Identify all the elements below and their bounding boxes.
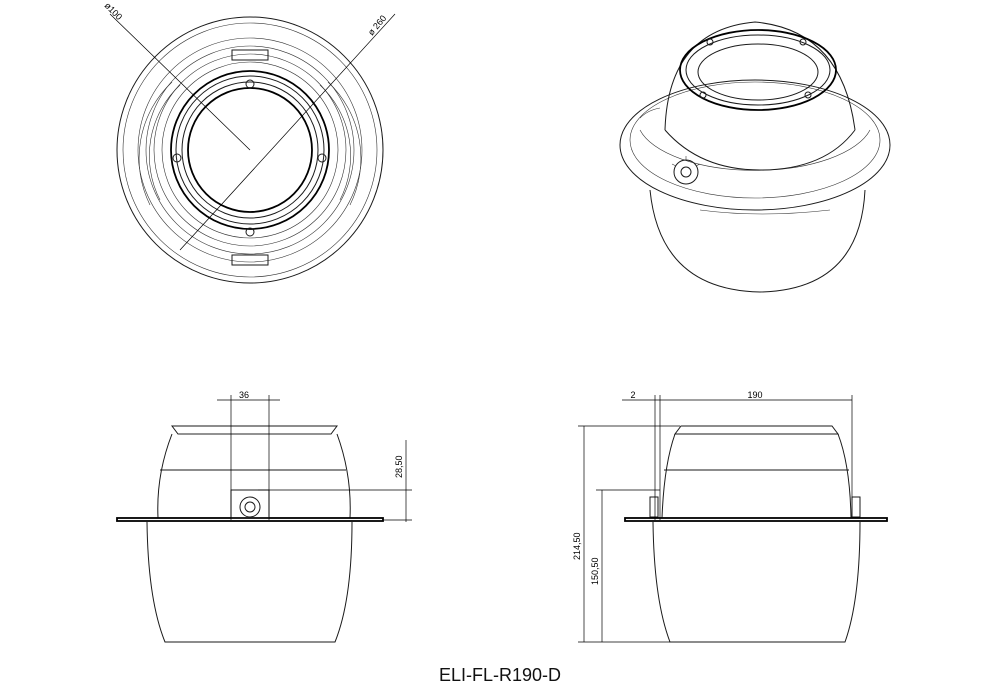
side-view — [578, 395, 888, 643]
front-view-dim-width: 36 — [239, 390, 249, 400]
front-view-dim-height: 28,50 — [394, 455, 404, 478]
top-view-dim-inner: ø100 — [103, 0, 125, 22]
side-view-dim-gap: 2 — [630, 390, 635, 400]
side-view-dim-lower-height: 150,50 — [590, 557, 600, 585]
side-view-dim-width: 190 — [747, 390, 762, 400]
front-view — [116, 395, 412, 643]
isometric-view — [619, 21, 891, 293]
side-view-dim-total-height: 214,50 — [572, 532, 582, 560]
model-code-title: ELI-FL-R190-D — [438, 665, 562, 685]
top-view — [109, 13, 396, 284]
